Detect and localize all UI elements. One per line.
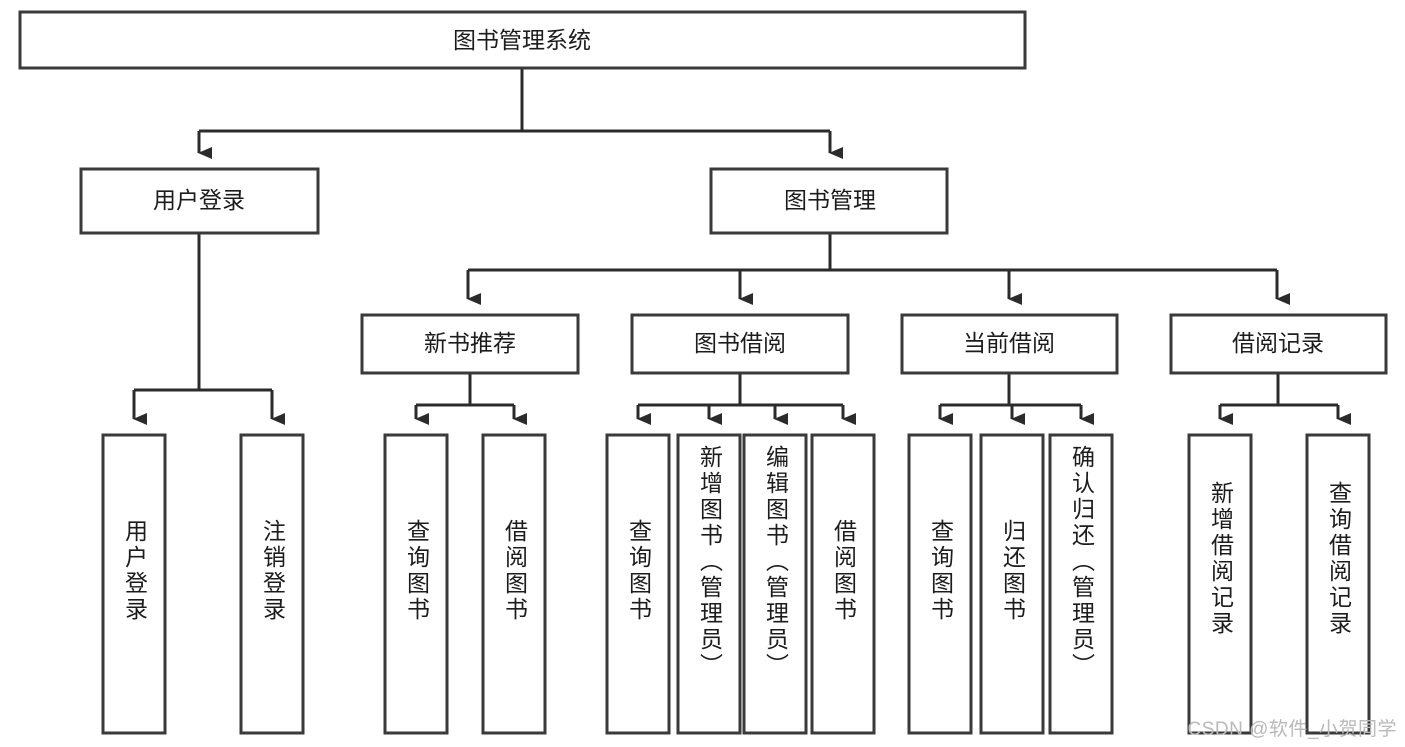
leaf-confirm-return-box[interactable] — [1048, 433, 1114, 735]
node-root[interactable]: 图书管理系统 — [18, 10, 1027, 70]
leaf-edit-book-box[interactable] — [742, 433, 808, 735]
node-book-manage-box[interactable] — [709, 167, 949, 235]
node-book-manage[interactable]: 图书管理 — [709, 167, 949, 235]
node-book-borrow-label: 图书借阅 — [694, 330, 786, 356]
node-root-label: 图书管理系统 — [453, 27, 591, 53]
node-borrow-record-label: 借阅记录 — [1232, 330, 1324, 356]
node-book-manage-label: 图书管理 — [784, 187, 876, 213]
leaf-query-book-borrow-box[interactable] — [605, 433, 671, 735]
node-current-borrow-label: 当前借阅 — [963, 330, 1055, 356]
node-borrow-record[interactable]: 借阅记录 — [1169, 313, 1388, 375]
node-current-borrow[interactable]: 当前借阅 — [900, 313, 1119, 375]
connector-group-borrow-record-to-leaves — [1218, 373, 1351, 425]
connector-group-book-borrow-to-leaves — [636, 373, 856, 425]
node-current-borrow-box[interactable] — [900, 313, 1119, 375]
leaf-query-book-rec-box[interactable] — [383, 433, 449, 735]
node-user-login-label: 用户登录 — [153, 187, 245, 213]
connector-group-book-manage-to-level2 — [466, 233, 1290, 305]
leaf-logout-box[interactable] — [239, 433, 305, 735]
node-new-book-recommend-label: 新书推荐 — [424, 330, 516, 356]
leaf-add-record-box[interactable] — [1187, 433, 1253, 735]
csdn-watermark: CSDN @软件_小贺同学 — [1187, 719, 1397, 740]
leaf-user-login-box[interactable] — [101, 433, 167, 735]
leaf-query-record-box[interactable] — [1305, 433, 1371, 735]
node-new-book-recommend-box[interactable] — [360, 313, 580, 375]
leaf-borrow-book-rec-box[interactable] — [481, 433, 547, 735]
connector-group-user-login-to-leaves — [132, 233, 285, 425]
leaf-return-book-box[interactable] — [979, 433, 1045, 735]
node-borrow-record-box[interactable] — [1169, 313, 1388, 375]
connector-group-root-to-level1 — [197, 68, 843, 159]
node-user-login-box[interactable] — [79, 167, 320, 235]
connector-group-current-borrow-to-leaves — [938, 373, 1094, 425]
leaf-add-book-box[interactable] — [676, 433, 742, 735]
node-new-book-recommend[interactable]: 新书推荐 — [360, 313, 580, 375]
node-user-login[interactable]: 用户登录 — [79, 167, 320, 235]
leaf-borrow-book-box[interactable] — [810, 433, 876, 735]
node-root-box[interactable] — [18, 10, 1027, 70]
node-book-borrow[interactable]: 图书借阅 — [630, 313, 850, 375]
leaf-query-book-current-box[interactable] — [907, 433, 973, 735]
leaf-boxes — [101, 433, 1371, 735]
connector-group-new-book-recommend-to-leaves — [414, 373, 527, 425]
node-book-borrow-box[interactable] — [630, 313, 850, 375]
